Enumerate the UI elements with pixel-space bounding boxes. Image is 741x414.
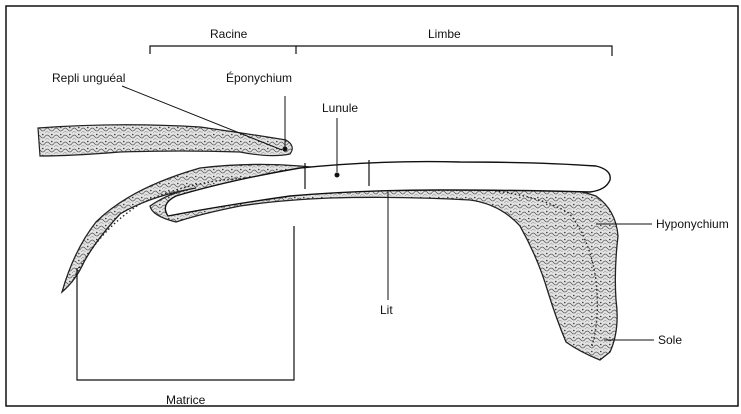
label-eponychium: Éponychium: [226, 70, 292, 85]
label-lunule: Lunule: [322, 101, 358, 115]
racine-bracket: [150, 46, 296, 54]
label-racine: Racine: [210, 27, 248, 41]
limbe-bracket: [296, 46, 612, 56]
label-repli-ungueal: Repli unguéal: [52, 71, 125, 85]
label-hyponychium: Hyponychium: [656, 217, 729, 231]
matrice-bracket: [77, 226, 294, 380]
eponychium-dot: [283, 147, 288, 152]
label-limbe: Limbe: [428, 27, 461, 41]
label-sole: Sole: [658, 333, 682, 347]
label-matrice: Matrice: [166, 393, 206, 407]
proximal-nail-fold: [38, 125, 292, 156]
lunule-dot: [335, 173, 340, 178]
nail-bed-tissue: [62, 164, 618, 360]
label-lit: Lit: [380, 303, 393, 317]
